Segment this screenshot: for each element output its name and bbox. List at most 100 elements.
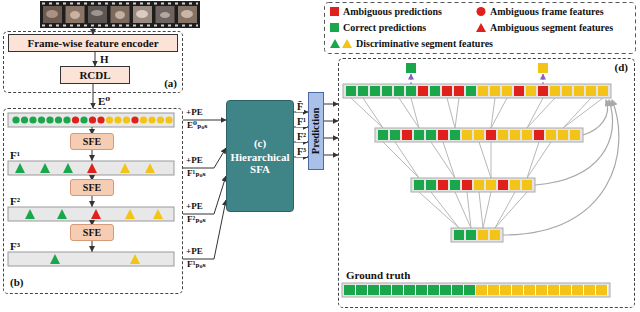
prediction-rows: [358, 86, 368, 96]
legend-circle: [476, 5, 488, 17]
connector: [183, 200, 226, 259]
prediction-box: Prediction: [308, 92, 324, 170]
prediction-fan-lines: [467, 192, 471, 228]
prediction-rows: [562, 86, 572, 96]
refinement-arrows: [583, 100, 608, 135]
ground-truth-bar: [344, 285, 608, 295]
frame-feature-row: [55, 116, 62, 123]
edge-label: F̄: [296, 101, 304, 112]
prediction-fan-lines: [363, 98, 383, 128]
connector: [324, 155, 338, 156]
prediction-fan-lines: [443, 142, 455, 178]
segment-feature-row: [15, 163, 25, 173]
prediction-rows: [538, 63, 548, 73]
prediction-rows: [574, 86, 584, 96]
row-label: Ground truth: [346, 269, 410, 281]
prediction-rows: [375, 128, 583, 142]
prediction-rows: [346, 86, 356, 96]
prediction-rows: [510, 180, 520, 190]
sfa-block: (c)Hierarchical SFA: [226, 100, 294, 212]
legend-text: Correct predictions: [343, 21, 426, 34]
prediction-rows: [498, 180, 508, 190]
prediction-rows: [498, 130, 508, 140]
prediction-rows: [522, 130, 532, 140]
prediction-rows: [402, 130, 412, 140]
edge-label: E⁰ₚₒₛ: [186, 121, 209, 131]
prediction-rows: [450, 130, 460, 140]
legend-triangle: [476, 21, 488, 33]
prediction-fan-lines: [383, 142, 419, 178]
node-label: Prediction: [310, 108, 322, 154]
prediction-rows: [462, 130, 472, 140]
legend-text: Ambiguous predictions: [343, 5, 442, 18]
prediction-rows: [438, 180, 448, 190]
video-frames: [156, 6, 175, 23]
node-label: RCDL: [79, 69, 110, 81]
prediction-rows: [370, 86, 380, 96]
connector: [183, 176, 226, 214]
prediction-fan-lines: [483, 192, 491, 228]
prediction-rows: [502, 86, 512, 96]
frame-feature-row: [80, 116, 87, 123]
edge-label: F¹ₚₒₛ: [186, 169, 207, 179]
prediction-rows: [406, 63, 416, 73]
prediction-fan-lines: [399, 98, 419, 128]
legend-swatch: [330, 23, 339, 32]
segment-feature-row: [8, 252, 174, 266]
video-frames: [70, 11, 80, 19]
prediction-fan-lines: [491, 98, 507, 128]
video-frames: [133, 6, 152, 23]
prediction-fan-lines: [411, 98, 419, 128]
prediction-fan-lines: [495, 192, 515, 228]
segment-feature-row: [57, 209, 67, 219]
prediction-rows: [390, 130, 400, 140]
connector: [324, 138, 338, 139]
prediction-rows: [426, 180, 436, 190]
segment-feature-row: [125, 209, 135, 219]
prediction-rows: [394, 86, 404, 96]
feature-label: F²: [10, 195, 20, 207]
segment-feature-row: [50, 254, 60, 264]
prediction-rows: [438, 130, 448, 140]
prediction-fan-lines: [431, 142, 455, 178]
prediction-rows: [414, 180, 424, 190]
frame-feature-row: [97, 116, 104, 123]
legend-frame: [325, 3, 636, 54]
prediction-rows: [474, 130, 484, 140]
panel-tag: (d): [615, 61, 628, 73]
video-frames: [136, 10, 148, 18]
video-frames: [88, 6, 107, 23]
legend-text: Ambiguous segment features: [490, 21, 613, 34]
prediction-rows: [490, 230, 500, 240]
connector: [324, 121, 338, 122]
prediction-rows: [343, 63, 611, 242]
prediction-rows: [558, 130, 568, 140]
frame-feature-row: [8, 113, 174, 127]
prediction-rows: [466, 86, 476, 96]
segment-feature-row: [63, 163, 73, 173]
prediction-rows: [514, 86, 524, 96]
encoder-box: Frame-wise feature encoder: [8, 34, 178, 52]
segment-feature-row: [145, 163, 155, 173]
prediction-rows: [462, 180, 472, 190]
prediction-rows: [490, 86, 500, 96]
edge-label: H: [99, 53, 110, 65]
prediction-rows: [534, 130, 544, 140]
legend-text: Ambiguous frame features: [490, 5, 604, 18]
segment-feature-row: [8, 161, 174, 175]
prediction-rows: [378, 130, 388, 140]
prediction-rows: [486, 180, 496, 190]
edge-label: F³: [296, 146, 307, 157]
video-frames: [160, 12, 170, 18]
segment-feature-row: [25, 209, 35, 219]
prediction-fan-lines: [447, 98, 455, 128]
video-frames: [46, 10, 58, 18]
video-frames: [40, 1, 200, 28]
video-frames: [181, 10, 193, 18]
video-frames: [43, 6, 62, 23]
prediction-fan-lines: [419, 192, 459, 228]
prediction-rows: [538, 86, 548, 96]
edge-label: F²: [296, 131, 307, 142]
prediction-rows: [406, 86, 416, 96]
legend-triangle: [330, 39, 340, 48]
